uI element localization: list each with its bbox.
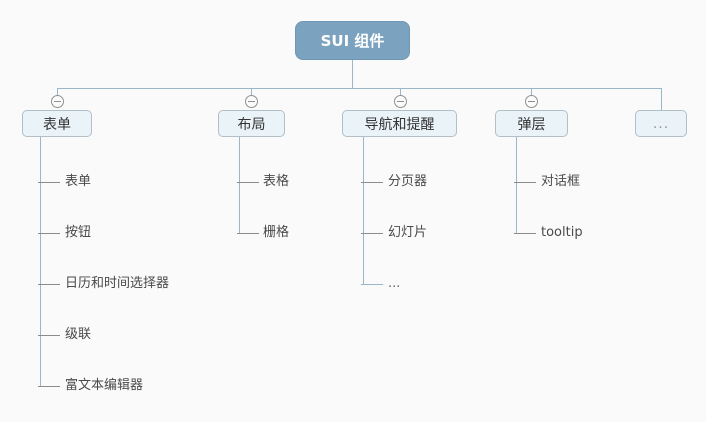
leaf-connector: [361, 233, 383, 234]
leaf-connector: [38, 284, 60, 285]
subtree-trunk-connector: [239, 137, 240, 233]
leaf-node[interactable]: 级联: [65, 327, 92, 342]
branch-node-nav-alert[interactable]: 导航和提醒: [342, 110, 457, 137]
leaf-node[interactable]: 表格: [263, 174, 290, 189]
leaf-connector: [38, 182, 60, 183]
branch-stub-connector: [57, 88, 58, 95]
subtree-trunk-connector: [363, 137, 364, 284]
leaf-node[interactable]: 分页器: [388, 174, 428, 189]
leaf-node[interactable]: 幻灯片: [388, 225, 428, 240]
leaf-connector: [361, 182, 383, 183]
leaf-node[interactable]: 富文本编辑器: [65, 378, 144, 393]
subtree-trunk-connector: [40, 137, 41, 386]
level1-horizontal-connector: [57, 88, 662, 89]
root-node[interactable]: SUI 组件: [295, 21, 410, 60]
leaf-node[interactable]: ...: [388, 276, 401, 291]
branch-node-popup[interactable]: 弹层: [495, 110, 568, 137]
leaf-connector: [514, 182, 536, 183]
root-trunk-connector: [352, 60, 353, 88]
leaf-connector: [514, 233, 536, 234]
branch-node-more[interactable]: ...: [635, 110, 687, 137]
branch-stub-connector: [531, 88, 532, 95]
leaf-node[interactable]: 按钮: [65, 225, 92, 240]
branch-stub-connector: [251, 88, 252, 95]
branch-stub-connector: [400, 88, 401, 95]
minus-circle-icon[interactable]: [245, 95, 258, 108]
subtree-trunk-connector: [516, 137, 517, 233]
leaf-connector: [38, 233, 60, 234]
leaf-node[interactable]: tooltip: [541, 225, 583, 240]
minus-circle-icon[interactable]: [394, 95, 407, 108]
leaf-connector: [237, 182, 259, 183]
branch-node-layout[interactable]: 布局: [218, 110, 285, 137]
branch-node-form[interactable]: 表单: [22, 110, 92, 137]
leaf-node[interactable]: 栅格: [263, 225, 290, 240]
leaf-node[interactable]: 表单: [65, 174, 92, 189]
leaf-node[interactable]: 对话框: [541, 174, 581, 189]
minus-circle-icon[interactable]: [51, 95, 64, 108]
leaf-node[interactable]: 日历和时间选择器: [65, 276, 170, 291]
leaf-connector: [361, 284, 383, 285]
leaf-connector: [38, 386, 60, 387]
leaf-connector: [237, 233, 259, 234]
leaf-connector: [38, 335, 60, 336]
minus-circle-icon[interactable]: [525, 95, 538, 108]
branch-stub-connector: [661, 88, 662, 110]
